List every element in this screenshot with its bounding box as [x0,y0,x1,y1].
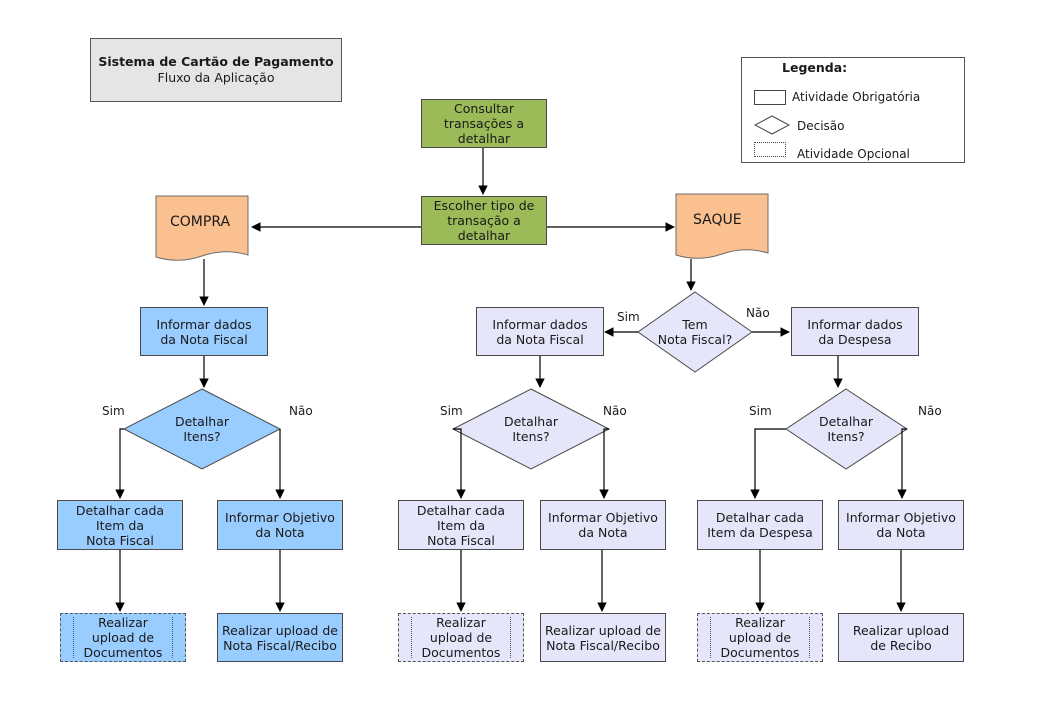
saque-despesa-decision-label: Detalhar Itens? [818,414,874,444]
saque-nf-info-box: Informar dados da Nota Fiscal [476,307,604,356]
saque-decision-label: Tem Nota Fiscal? [657,317,733,347]
diagram-subtitle: Fluxo da Aplicação [157,70,275,85]
compra-info-nf-box: Informar dados da Nota Fiscal [140,307,268,356]
saque-nf-detail-items-box: Detalhar cada Item da Nota Fiscal [398,500,524,550]
saque-no-label: Não [746,306,770,320]
compra-objective-box: Informar Objetivo da Nota [217,500,343,550]
saque-yes-label: Sim [617,310,640,324]
legend-mandatory-swatch [754,90,786,105]
legend-mandatory-label: Atividade Obrigatória [792,90,921,104]
legend-decision-swatch [754,115,790,135]
saque-nf-detail-decision-diamond [451,388,611,470]
saque-document-label: SAQUE [693,212,742,228]
saque-nf-upload-docs-box: Realizar upload de Documentos [398,613,524,662]
compra-decision-diamond [122,388,282,470]
saque-nf-decision-diamond [637,291,753,373]
saque-nf-objective-box: Informar Objetivo da Nota [540,500,666,550]
saque-nf-yes-label: Sim [440,404,463,418]
saque-despesa-detail-items-box: Detalhar cada Item da Despesa [697,500,823,550]
diagram-title-box: Sistema de Cartão de Pagamento Fluxo da … [90,38,342,102]
compra-upload-nf-box: Realizar upload de Nota Fiscal/Recibo [217,613,343,662]
choose-transaction-type-box: Escolher tipo de transação a detalhar [421,196,547,245]
compra-yes-label: Sim [102,404,125,418]
saque-despesa-no-label: Não [918,404,942,418]
saque-despesa-info-box: Informar dados da Despesa [791,307,919,356]
consult-transactions-box: Consultar transações a detalhar [421,99,547,148]
saque-document-shape [675,193,769,259]
legend-optional-label: Atividade Opcional [797,147,910,161]
legend-box: Legenda: Atividade Obrigatória Decisão A… [741,57,965,163]
saque-nf-upload-nf-box: Realizar upload de Nota Fiscal/Recibo [540,613,666,662]
compra-no-label: Não [289,404,313,418]
saque-despesa-upload-recibo-box: Realizar upload de Recibo [838,613,964,662]
saque-nf-decision-label: Detalhar Itens? [503,414,559,444]
compra-upload-docs-box: Realizar upload de Documentos [60,613,186,662]
saque-despesa-decision-diamond [785,388,908,470]
saque-despesa-objective-box: Informar Objetivo da Nota [838,500,964,550]
compra-detail-items-box: Detalhar cada Item da Nota Fiscal [57,500,183,550]
legend-heading: Legenda: [782,60,848,75]
saque-despesa-yes-label: Sim [749,404,772,418]
legend-decision-label: Decisão [797,119,845,133]
compra-document-label: COMPRA [170,214,231,230]
compra-decision-label: Detalhar Itens? [174,414,230,444]
compra-document-shape [155,195,249,261]
legend-optional-swatch [754,142,786,157]
saque-nf-no-label: Não [603,404,627,418]
diagram-title: Sistema de Cartão de Pagamento [98,54,334,69]
saque-despesa-upload-docs-box: Realizar upload de Documentos [697,613,823,662]
